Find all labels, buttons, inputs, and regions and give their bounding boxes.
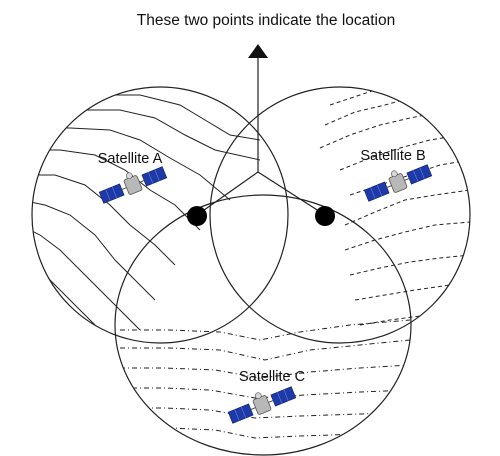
up-arrow-head bbox=[248, 44, 268, 58]
range-circle-c bbox=[114, 194, 412, 456]
satellite-a-contours bbox=[32, 94, 261, 343]
range-circle-b bbox=[209, 86, 471, 344]
line-to-left-point bbox=[196, 171, 259, 216]
satellite-b-label: Satellite B bbox=[360, 148, 425, 164]
range-circle-a bbox=[31, 86, 289, 344]
satellite-a-label: Satellite A bbox=[98, 151, 163, 167]
location-point-right bbox=[315, 206, 335, 226]
satellite-b-contours bbox=[319, 87, 470, 326]
location-point-left bbox=[187, 206, 207, 226]
diagram-title: These two points indicate the location bbox=[137, 12, 396, 29]
direction-lines bbox=[196, 58, 326, 216]
satellite-c-label: Satellite C bbox=[239, 369, 305, 385]
satellite-a-icon bbox=[98, 166, 168, 204]
range-circles bbox=[31, 86, 471, 456]
satellite-b-icon bbox=[363, 164, 433, 202]
line-to-right-point bbox=[257, 171, 326, 216]
satellite-c-icon bbox=[227, 386, 297, 424]
